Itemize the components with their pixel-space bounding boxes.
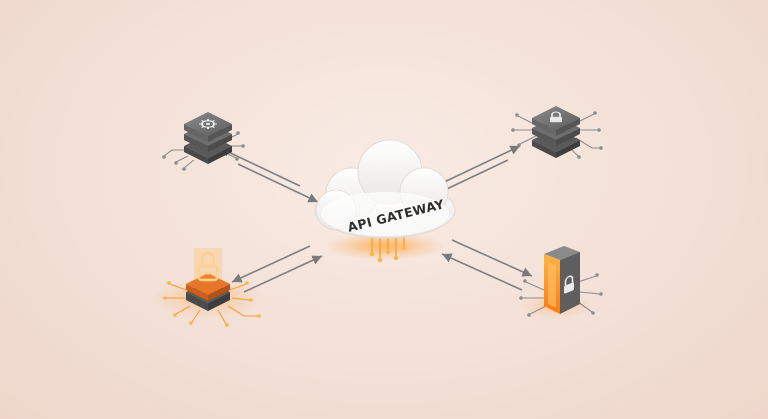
arrow-gateway-to-bottom-right: [451, 239, 533, 277]
gear-icon: [199, 119, 217, 129]
arrow-gateway-to-top-left: [219, 147, 301, 187]
connection-arrows: [219, 145, 533, 293]
arrow-gateway-to-bottom-left: [231, 245, 311, 283]
arrow-bottom-left-to-gateway: [243, 255, 323, 293]
lock-icon: [564, 275, 574, 294]
service-node-bottom-left: [154, 248, 262, 327]
service-node-top-left: [162, 112, 245, 171]
lock-icon: [197, 251, 219, 282]
service-node-bottom-right: [519, 246, 603, 318]
service-node-top-right: [511, 106, 603, 159]
api-gateway-cloud: API GATEWAY: [314, 139, 456, 263]
lock-icon: [550, 111, 562, 123]
arrow-top-left-to-gateway: [237, 163, 319, 203]
arrow-gateway-to-top-right: [439, 145, 521, 185]
arrow-bottom-right-to-gateway: [441, 253, 523, 291]
